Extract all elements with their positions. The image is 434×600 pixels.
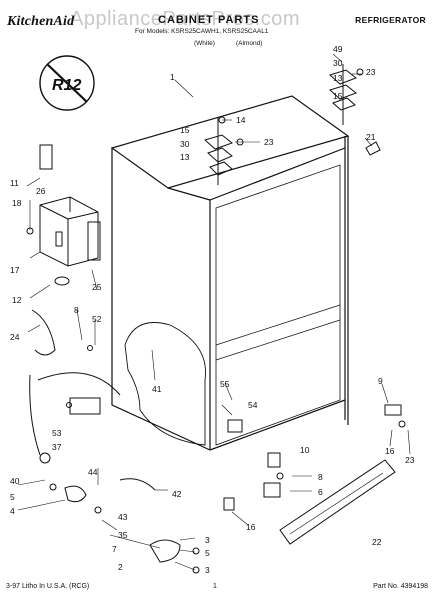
callout-6: 6	[318, 487, 323, 497]
footer-part-number: Part No. 4394198	[373, 583, 428, 590]
variant-white: (White)	[194, 40, 215, 47]
leader-lines	[17, 53, 411, 571]
wire-harness	[31, 309, 56, 356]
callout-43: 43	[118, 512, 128, 522]
callout-53: 53	[52, 428, 62, 438]
callout-15-mid: 15	[180, 125, 190, 135]
callout-7: 7	[112, 544, 117, 554]
r12-badge-text: R12	[52, 77, 81, 94]
callout-44: 44	[88, 467, 98, 477]
part-21	[365, 141, 381, 156]
terminal-block	[69, 397, 101, 415]
callout-23-mid: 23	[264, 137, 274, 147]
footer-page-number: 1	[213, 583, 217, 590]
callout-18: 18	[12, 198, 22, 208]
watermark: AppliancePartsPros.com	[70, 8, 300, 30]
page-title: CABINET PARTS	[158, 14, 260, 26]
callout-8-left: 8	[74, 305, 79, 315]
callout-30-top: 30	[333, 58, 343, 68]
top-hinge-right	[329, 64, 357, 125]
base-grille	[279, 459, 396, 545]
callout-5-left: 5	[10, 492, 15, 502]
grommet-part	[54, 276, 70, 286]
r12-badge	[39, 55, 95, 111]
brand-logo: KitchenAid	[7, 14, 75, 29]
callout-37: 37	[52, 442, 62, 452]
callout-4: 4	[10, 506, 15, 516]
callout-49: 49	[333, 44, 343, 54]
callout-9: 9	[378, 376, 383, 386]
callout-1: 1	[170, 72, 175, 82]
roller-bracket	[263, 482, 281, 498]
screw-hardware	[26, 68, 406, 574]
plug-part	[39, 452, 51, 464]
callout-55: 55	[220, 379, 230, 389]
callout-13-mid: 13	[180, 152, 190, 162]
variant-almond: (Almond)	[236, 40, 263, 47]
callout-15: 15	[333, 91, 343, 101]
callout-16-right: 16	[385, 446, 395, 456]
cabinet-shell	[110, 95, 350, 451]
control-box	[39, 196, 101, 267]
power-cord	[37, 372, 121, 396]
bracket-part-54	[227, 419, 243, 433]
callout-12: 12	[12, 295, 22, 305]
callout-17: 17	[10, 265, 20, 275]
product-category: REFRIGERATOR	[355, 15, 426, 25]
callout-3-a: 3	[205, 535, 210, 545]
cover-part-10	[267, 452, 281, 468]
clip-part-16	[223, 497, 235, 511]
callout-3-b: 3	[205, 565, 210, 575]
roller-assembly	[149, 539, 181, 563]
callout-35: 35	[118, 530, 128, 540]
drain-tube	[119, 478, 156, 491]
callout-8-right: 8	[318, 472, 323, 482]
callout-24: 24	[10, 332, 20, 342]
leveling-leg	[64, 485, 87, 503]
stop-bracket	[384, 404, 402, 416]
grille-detail	[289, 472, 384, 535]
callout-2: 2	[118, 562, 123, 572]
callout-54: 54	[248, 400, 258, 410]
callout-10: 10	[300, 445, 310, 455]
callout-25: 25	[92, 282, 102, 292]
callout-42: 42	[172, 489, 182, 499]
callout-26: 26	[36, 186, 46, 196]
callout-40: 40	[10, 476, 20, 486]
callout-5-right: 5	[205, 548, 210, 558]
callout-11: 11	[10, 178, 19, 188]
footer-litho: 3-97 Litho In U.S.A. (RCG)	[6, 583, 90, 590]
callout-21: 21	[366, 132, 376, 142]
top-hinge-center	[204, 118, 234, 185]
callout-23-top: 23	[366, 67, 376, 77]
callout-13-top: 13	[333, 73, 343, 83]
callout-52: 52	[92, 314, 102, 324]
callout-41: 41	[152, 384, 162, 394]
compressor-wire	[29, 374, 41, 456]
model-numbers: For Models: KSRS25CAWH1, KSRS25CAAL1	[135, 28, 269, 35]
capacitor-part	[39, 144, 53, 170]
callout-30-mid: 30	[180, 139, 190, 149]
callout-22: 22	[372, 537, 382, 547]
callout-14: 14	[236, 115, 246, 125]
callout-16-bottom: 16	[246, 522, 256, 532]
callout-23-right: 23	[405, 455, 415, 465]
